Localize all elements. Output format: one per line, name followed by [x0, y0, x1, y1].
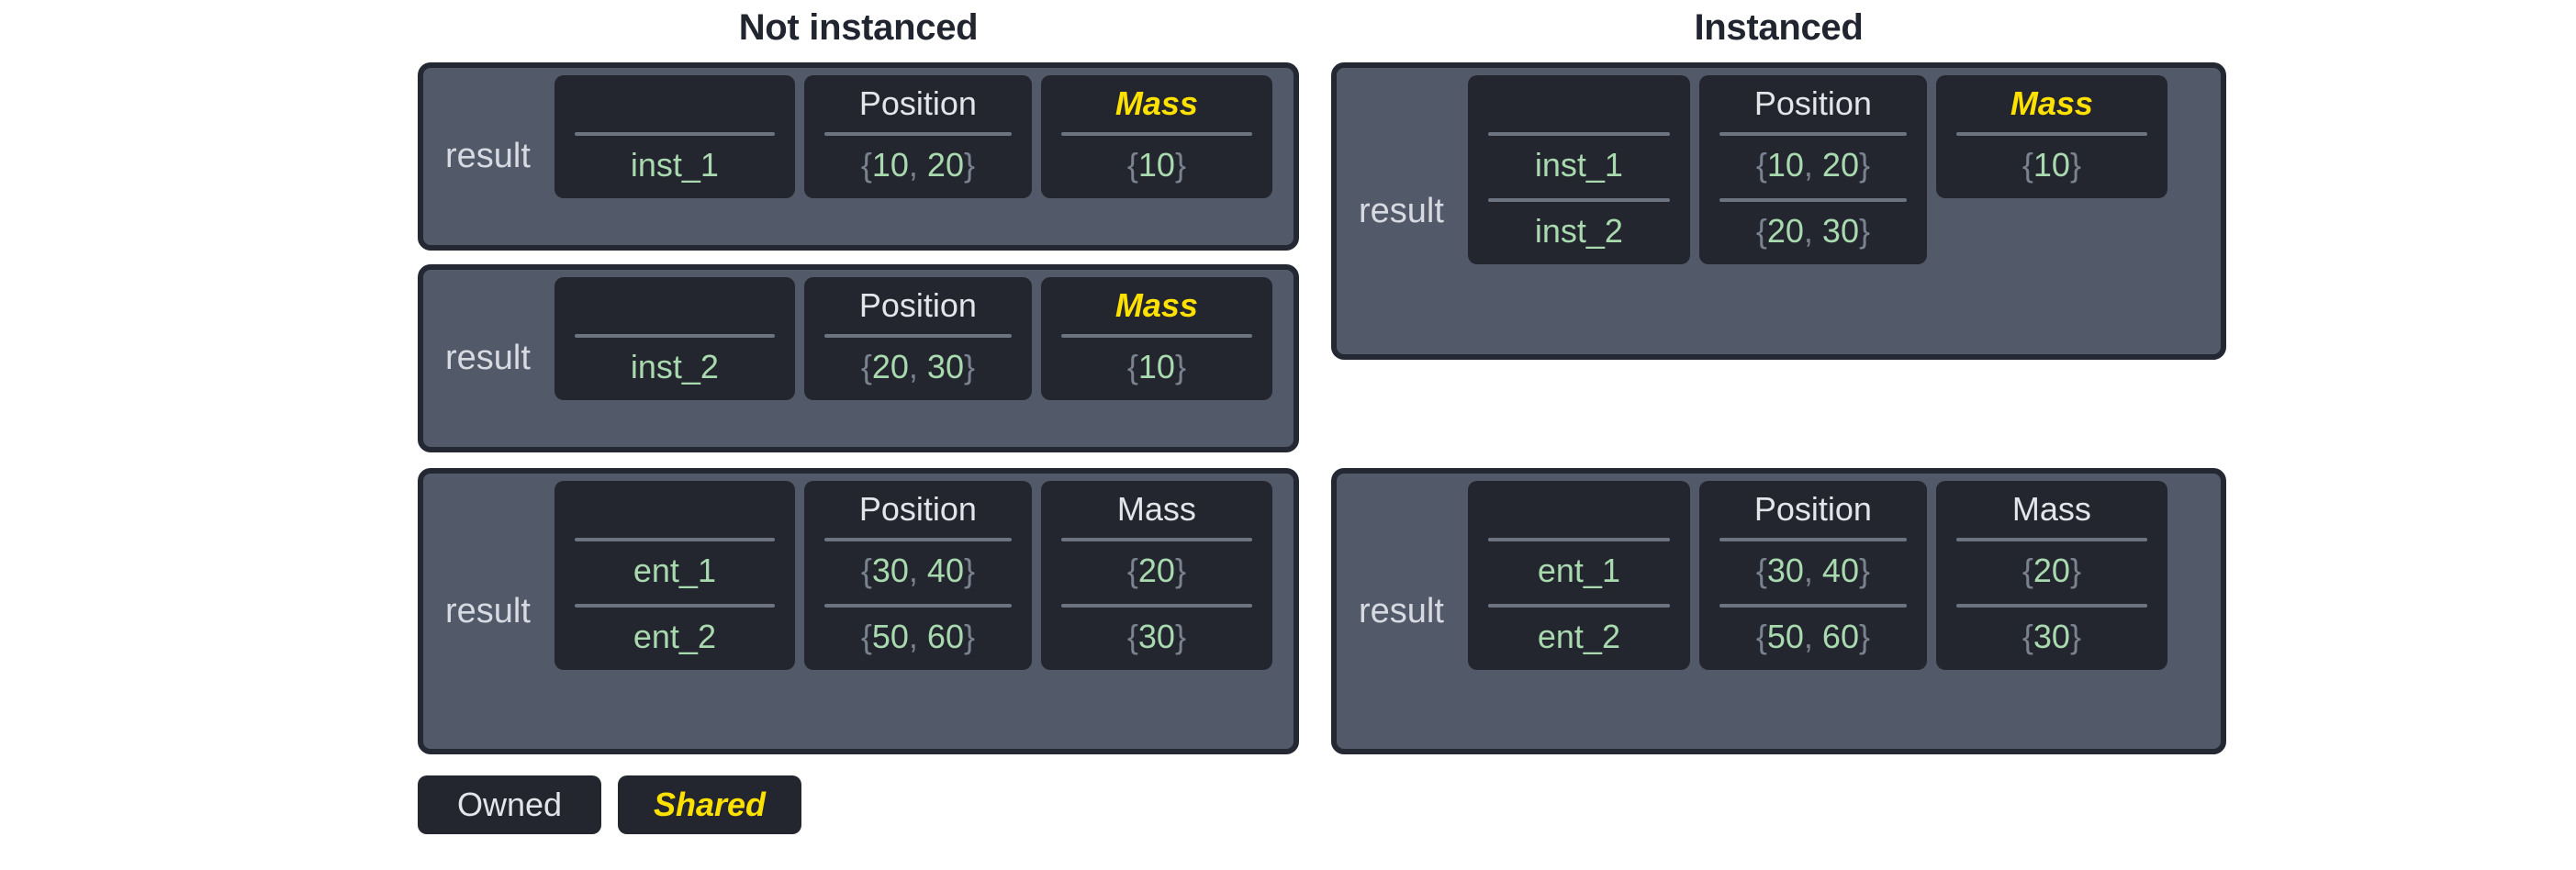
column-header-mass: Mass [2011, 490, 2091, 528]
cell-text: {30, 40} [1755, 552, 1870, 589]
column-name[interactable]: inst_2 [554, 277, 795, 400]
column-header-mass: Mass [1116, 490, 1196, 528]
column-title-not-instanced: Not instanced [738, 7, 979, 48]
table-cell-position: {10, 20} [804, 132, 1032, 198]
table-cell-mass: {10} [1936, 132, 2167, 198]
table-cell-mass: {10} [1041, 334, 1272, 400]
legend-label: Shared [653, 786, 767, 823]
column-header-position: Position [1753, 84, 1872, 122]
cell-text: ent_1 [1537, 552, 1620, 589]
table-cell-position: {30, 40} [804, 538, 1032, 604]
table-not-instanced-entities[interactable]: result ent_1 ent_2 Position {30, 40} {50… [418, 468, 1299, 754]
cell-text: {30, 40} [860, 552, 975, 589]
cell-text: inst_1 [630, 146, 719, 184]
legend-item-shared[interactable]: Shared [618, 775, 801, 834]
cell-text: inst_2 [1534, 212, 1623, 250]
column-name[interactable]: inst_1 [554, 75, 795, 198]
cell-text: {10} [2022, 146, 2081, 184]
table-instanced-entities[interactable]: result ent_1 ent_2 Position {30, 40} {50… [1331, 468, 2226, 754]
column-group: inst_1 Position {10, 20} Mass {10} [554, 75, 1286, 238]
column-title-instanced: Instanced [1694, 7, 1864, 48]
legend: Owned Shared [418, 775, 801, 834]
column-header-mass: Mass [2010, 84, 2093, 122]
column-position[interactable]: Position {10, 20} [803, 75, 1032, 198]
column-position[interactable]: Position {20, 30} [803, 277, 1032, 400]
cell-text: {10} [1126, 348, 1186, 385]
cell-text: {10, 20} [860, 146, 975, 184]
table-cell-position: {10, 20} [1699, 132, 1927, 198]
column-mass[interactable]: Mass {10} [1040, 277, 1272, 400]
column-mass[interactable]: Mass {20} {30} [1040, 481, 1272, 670]
column-name[interactable]: ent_1 ent_2 [1467, 481, 1690, 670]
column-name[interactable]: inst_1 inst_2 [1467, 75, 1690, 264]
cell-text: {20, 30} [1755, 212, 1870, 250]
cell-text: inst_1 [1534, 146, 1623, 184]
column-header-mass: Mass [1114, 84, 1198, 122]
column-mass[interactable]: Mass {10} [1040, 75, 1272, 198]
table-cell-position: {20, 30} [804, 334, 1032, 400]
table-not-instanced-inst-2[interactable]: result inst_2 Position {20, 30} Mass {10… [418, 264, 1299, 452]
column-group: ent_1 ent_2 Position {30, 40} {50, 60} M… [554, 481, 1286, 742]
table-cell-name: ent_2 [554, 604, 795, 670]
column-header-position: Position [858, 490, 977, 528]
cell-text: {30} [2022, 618, 2081, 655]
frame-label: result [445, 137, 531, 175]
legend-label: Owned [456, 786, 563, 823]
column-mass[interactable]: Mass {10} [1935, 75, 2167, 198]
table-cell-name: ent_1 [554, 538, 795, 604]
table-cell-position: {30, 40} [1699, 538, 1927, 604]
table-cell-mass: {20} [1041, 538, 1272, 604]
cell-text: {20, 30} [860, 348, 975, 385]
table-cell-mass: {30} [1041, 604, 1272, 670]
legend-item-owned[interactable]: Owned [418, 775, 601, 834]
table-cell-name: ent_1 [1468, 538, 1690, 604]
table-cell-position: {50, 60} [1699, 604, 1927, 670]
cell-text: {20} [2022, 552, 2081, 589]
column-header-name [554, 481, 795, 538]
column-mass[interactable]: Mass {20} {30} [1935, 481, 2167, 670]
table-cell-name: inst_1 [554, 132, 795, 198]
column-name[interactable]: ent_1 ent_2 [554, 481, 795, 670]
column-group: inst_2 Position {20, 30} Mass {10} [554, 277, 1286, 440]
table-not-instanced-inst-1[interactable]: result inst_1 Position {10, 20} Mass {10… [418, 62, 1299, 251]
table-cell-name: inst_1 [1468, 132, 1690, 198]
table-cell-name: inst_2 [1468, 198, 1690, 264]
frame-label: result [1359, 191, 1444, 230]
column-position[interactable]: Position {30, 40} {50, 60} [803, 481, 1032, 670]
table-cell-mass: {30} [1936, 604, 2167, 670]
cell-text: ent_2 [633, 618, 716, 655]
column-position[interactable]: Position {30, 40} {50, 60} [1698, 481, 1927, 670]
cell-text: inst_2 [630, 348, 719, 385]
column-header-name [554, 75, 795, 132]
table-cell-position: {50, 60} [804, 604, 1032, 670]
column-header-position: Position [858, 286, 977, 324]
column-header-name [1468, 481, 1690, 538]
frame-label: result [445, 591, 531, 630]
column-position[interactable]: Position {10, 20} {20, 30} [1698, 75, 1927, 264]
table-cell-mass: {10} [1041, 132, 1272, 198]
cell-text: {10, 20} [1755, 146, 1870, 184]
cell-text: {20} [1126, 552, 1186, 589]
frame-label: result [445, 339, 531, 377]
column-header-position: Position [1753, 490, 1872, 528]
table-cell-name: ent_2 [1468, 604, 1690, 670]
column-group: ent_1 ent_2 Position {30, 40} {50, 60} M… [1467, 481, 2213, 742]
cell-text: {30} [1126, 618, 1186, 655]
column-header-position: Position [858, 84, 977, 122]
table-instanced-instances[interactable]: result inst_1 inst_2 Position {10, 20} {… [1331, 62, 2226, 360]
column-header-name [554, 277, 795, 334]
cell-text: {50, 60} [1755, 618, 1870, 655]
column-header-mass: Mass [1114, 286, 1198, 324]
table-cell-mass: {20} [1936, 538, 2167, 604]
column-header-name [1468, 75, 1690, 132]
cell-text: ent_2 [1537, 618, 1620, 655]
cell-text: {50, 60} [860, 618, 975, 655]
table-cell-name: inst_2 [554, 334, 795, 400]
column-group: inst_1 inst_2 Position {10, 20} {20, 30}… [1467, 75, 2213, 347]
table-cell-position: {20, 30} [1699, 198, 1927, 264]
frame-label: result [1359, 591, 1444, 630]
cell-text: {10} [1126, 146, 1186, 184]
cell-text: ent_1 [633, 552, 716, 589]
